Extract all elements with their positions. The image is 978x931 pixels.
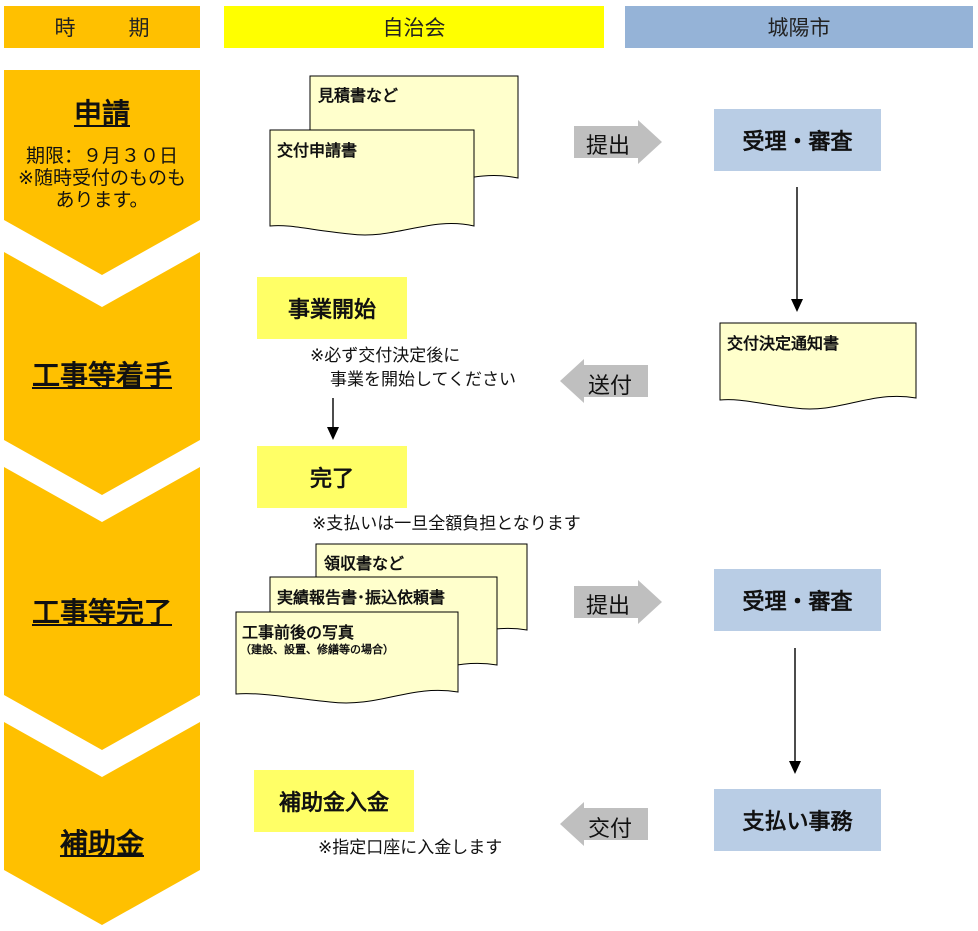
review-box-2: 受理・審査 xyxy=(714,569,881,631)
deliver-label: 交付 xyxy=(588,817,633,842)
estimate-document: 見積書など xyxy=(318,86,399,105)
report-document: 実績報告書･振込依頼書 xyxy=(277,588,446,607)
phase-chevron-complete xyxy=(4,467,200,750)
deliver-arrow xyxy=(560,802,648,846)
start-note-line1: ※必ず交付決定後に xyxy=(310,346,461,366)
header-association: 自治会 xyxy=(224,6,604,48)
header-period-char2: 期 xyxy=(128,16,150,40)
phase-apply-title: 申請 xyxy=(73,97,130,130)
submit-label-2: 提出 xyxy=(586,594,631,619)
photos-document-note: （建設、設置、修繕等の場合） xyxy=(240,643,394,656)
review-box-1: 受理・審査 xyxy=(714,109,881,171)
connector-start-to-finish-head xyxy=(327,427,339,440)
header-period: 時 期 xyxy=(4,6,200,48)
phase-start-title: 工事等着手 xyxy=(31,359,172,392)
start-note-line2: 事業を開始してください xyxy=(330,370,516,390)
phase-apply-note1: ※随時受付のものも xyxy=(18,167,186,189)
header-period-char1: 時 xyxy=(54,16,76,40)
phase-complete-title: 工事等完了 xyxy=(31,596,172,629)
finish-box: 完了 xyxy=(257,446,407,508)
header-city: 城陽市 xyxy=(625,6,973,48)
phase-chevron-apply xyxy=(4,70,200,275)
finish-note: ※支払いは一旦全額負担となります xyxy=(312,514,581,534)
receipt-document: 領収書など xyxy=(324,554,405,573)
decision-notice-document-shape xyxy=(719,322,917,410)
phase-subsidy-title: 補助金 xyxy=(59,827,144,860)
submit-arrow-1 xyxy=(574,120,662,164)
submit-label-1: 提出 xyxy=(586,134,631,159)
photos-document: 工事前後の写真 xyxy=(242,623,355,642)
subsidy-deposit-box: 補助金入金 xyxy=(254,770,414,832)
phase-apply-deadline: 期限：９月３０日 xyxy=(25,145,178,167)
decision-notice-document: 交付決定通知書 xyxy=(727,334,840,353)
payment-box: 支払い事務 xyxy=(714,789,881,851)
send-arrow xyxy=(560,359,648,403)
connector-review-to-notice-head xyxy=(791,299,803,312)
application-document: 交付申請書 xyxy=(277,141,358,160)
deposit-note: ※指定口座に入金します xyxy=(318,838,503,858)
photos-document-shape xyxy=(235,611,459,704)
phase-chevron-subsidy xyxy=(4,722,200,925)
submit-arrow-2 xyxy=(574,580,662,624)
phase-apply-note2: あります。 xyxy=(55,189,149,211)
start-work-box: 事業開始 xyxy=(257,277,407,339)
send-label: 送付 xyxy=(588,374,633,399)
application-document-shape xyxy=(269,129,475,236)
connector-review-to-payment-head xyxy=(789,761,801,774)
phase-chevron-start xyxy=(4,252,200,495)
